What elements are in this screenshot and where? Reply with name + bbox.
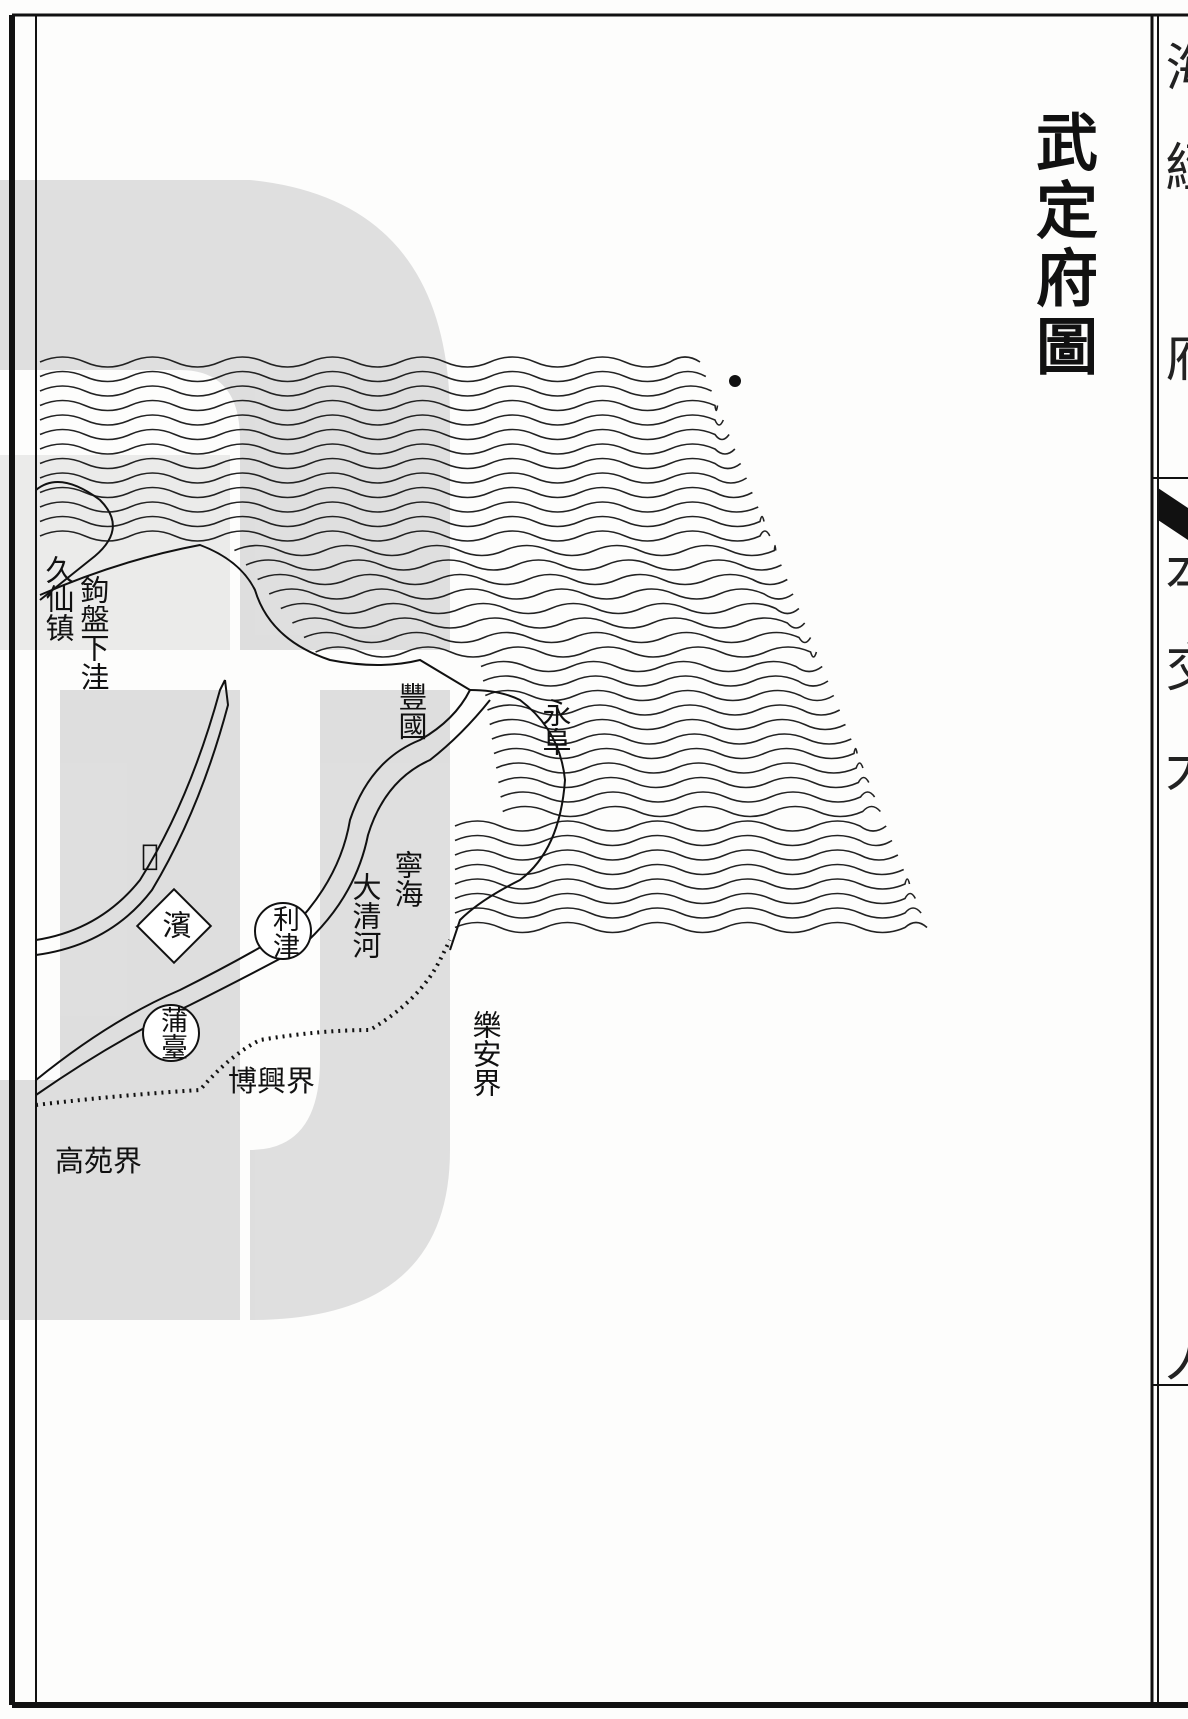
- wave-line: [454, 863, 905, 876]
- coastline: [35, 481, 567, 951]
- label-putai: 蒲臺: [156, 1006, 187, 1060]
- wave-line: [39, 443, 736, 455]
- wave-line: [303, 631, 812, 644]
- wave-line: [484, 689, 835, 702]
- edge-char-5: 交: [1156, 640, 1188, 692]
- watermark-logo: [0, 180, 450, 1320]
- wave-line: [292, 617, 806, 629]
- map-title: 武定府圖: [1025, 110, 1098, 382]
- label-fengguo: 豐國: [394, 682, 428, 740]
- wave-line: [315, 646, 818, 658]
- wave-line: [482, 675, 829, 687]
- label-yongfu: 永阜: [538, 698, 572, 756]
- wave-line: [498, 776, 870, 789]
- wave-line: [454, 878, 911, 890]
- wave-line: [454, 907, 922, 919]
- label-bin: 濱: [158, 910, 192, 939]
- wave-line: [480, 660, 823, 673]
- wave-line: [268, 588, 794, 600]
- label-lean-jie: 樂安界: [468, 1010, 502, 1097]
- label-jiuxian-zhen-text: 久仙镇: [41, 555, 75, 642]
- wave-line: [454, 820, 887, 832]
- bin-marker: [135, 887, 213, 965]
- wave-line: [502, 805, 882, 818]
- ink-blot: [729, 375, 741, 387]
- edge-char-7: 人: [1156, 1330, 1188, 1382]
- wave-line: [454, 921, 928, 934]
- label-goupan-xiawa: 鉤盤下洼: [76, 575, 110, 691]
- wave-line: [39, 370, 707, 383]
- wave-line: [500, 791, 876, 803]
- place-markers: [135, 887, 312, 1062]
- wave-line: [454, 834, 893, 847]
- wave-line: [245, 559, 782, 571]
- label-boxing-jie: 博興界: [228, 1064, 316, 1098]
- label-lijin: 利津: [268, 905, 299, 959]
- wave-line: [234, 544, 777, 557]
- wave-line: [39, 428, 730, 441]
- putai-marker: [142, 1004, 200, 1062]
- wave-line: [39, 486, 753, 499]
- wave-line: [39, 399, 719, 412]
- wave-line: [39, 356, 701, 368]
- sea-waves: [39, 356, 928, 934]
- label-goupan-xiawa-text: 鉤盤下洼: [76, 575, 110, 691]
- edge-char-6: 大: [1156, 740, 1188, 792]
- wave-line: [487, 704, 841, 716]
- wave-line: [39, 457, 742, 470]
- wave-line: [495, 762, 864, 774]
- wave-line: [39, 385, 712, 397]
- wave-line: [39, 501, 759, 513]
- edge-char-4: 本: [1156, 545, 1188, 597]
- river-inland: [35, 679, 230, 956]
- wave-line: [454, 849, 899, 861]
- edge-char-1: 海: [1156, 40, 1188, 92]
- edge-char-3: 府: [1156, 330, 1188, 382]
- page-frame: [9, 13, 1188, 1708]
- label-daqinghe: 大清河: [348, 872, 382, 959]
- wave-line: [39, 515, 765, 528]
- wave-line: [257, 573, 788, 586]
- wave-line: [454, 892, 917, 905]
- wave-line: [39, 530, 771, 542]
- label-gaoyuan-jie: 高苑界: [55, 1144, 143, 1178]
- wave-line: [280, 602, 800, 615]
- label-ninghai: 寧海: [390, 850, 424, 908]
- wave-line: [491, 733, 852, 745]
- lijin-marker: [254, 902, 312, 960]
- label-jiuxian-zhen: 久仙镇: [41, 555, 75, 642]
- wave-line: [39, 414, 725, 426]
- wave-line: [39, 472, 748, 484]
- label-qi: 𣲖: [133, 838, 167, 872]
- edge-char-2: 經: [1156, 140, 1188, 192]
